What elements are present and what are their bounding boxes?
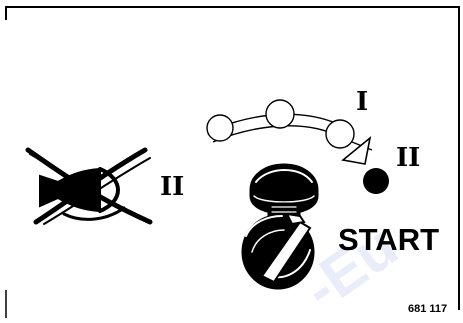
key-positions-arc-icon [206,99,373,165]
horn-position-label: II [160,172,184,202]
key-position-one-label: I [356,87,368,117]
start-label: START [338,222,439,257]
frame [5,6,460,318]
key-position-two-label: II [396,143,420,173]
ignition-key-icon [241,163,319,290]
figure-number: 681 117 [408,303,447,315]
start-position-dot-icon [363,168,389,194]
horn-crossed-out-icon [25,147,153,225]
